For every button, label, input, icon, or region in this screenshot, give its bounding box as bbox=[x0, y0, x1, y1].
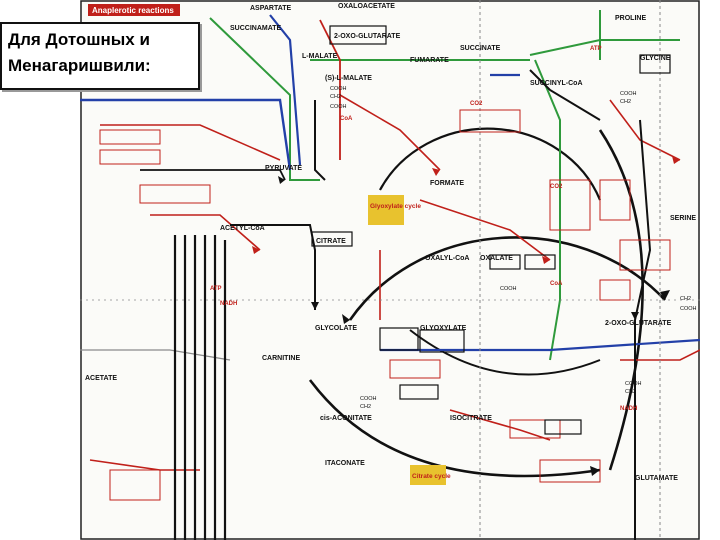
citrate-cycle-arc-lower bbox=[308, 379, 601, 478]
blue-path-4 bbox=[380, 338, 700, 352]
small-red-labels: CO2 CO2 NADH NADH ATP ATP CoA CoA bbox=[210, 46, 637, 412]
label-malate2: (S)-L-MALATE bbox=[325, 75, 372, 82]
svg-text:CoA: CoA bbox=[340, 116, 353, 122]
glyoxylate-cycle-label: Glyoxylate cycle bbox=[370, 203, 421, 210]
label-oxoglutarate: 2-OXO-GLUTARATE bbox=[334, 33, 401, 40]
glyoxylate-cycle-arc bbox=[379, 127, 602, 201]
svg-text:CH2: CH2 bbox=[330, 94, 341, 100]
green-path-1 bbox=[209, 17, 320, 181]
label-aconitate: cis-ACONITATE bbox=[320, 415, 372, 422]
glutarate-route bbox=[634, 119, 652, 540]
caption-box: Для Дотошных и Менагаришвили: bbox=[0, 22, 200, 90]
label-succinate: SUCCINATE bbox=[460, 45, 501, 52]
succinylcoa-route bbox=[529, 69, 601, 121]
label-glycolate: GLYCOLATE bbox=[315, 325, 357, 332]
label-serine: SERINE bbox=[670, 215, 696, 222]
citrate-cycle-arc-outer bbox=[348, 236, 666, 321]
red-path-6 bbox=[150, 214, 261, 251]
svg-text:CH2: CH2 bbox=[360, 404, 371, 410]
svg-text:CH2: CH2 bbox=[680, 296, 691, 302]
label-oxalate: OXALATE bbox=[480, 255, 513, 262]
small-formula-labels: COOH COOH CH2 COOH CH2 COOH CH2 COOH CH2… bbox=[330, 86, 697, 410]
label-malate: L-MALATE bbox=[302, 53, 338, 60]
caption-line-1: Для Дотошных и bbox=[8, 30, 150, 49]
svg-text:CoA: CoA bbox=[550, 281, 563, 287]
svg-text:COOH: COOH bbox=[500, 286, 517, 292]
red-path-1 bbox=[319, 19, 341, 160]
label-succinamate: SUCCINAMATE bbox=[230, 25, 282, 32]
svg-text:CH2: CH2 bbox=[620, 99, 631, 105]
acetylcoa-bundle bbox=[173, 235, 227, 540]
grey-path-1 bbox=[80, 349, 231, 361]
glyoxylate-cycle-tag bbox=[368, 195, 404, 225]
label-formate: FORMATE bbox=[430, 180, 464, 187]
label-glyoxylate: GLYOXYLATE bbox=[420, 325, 467, 332]
oxaloacetate-line bbox=[314, 100, 326, 181]
label-proline: PROLINE bbox=[615, 15, 646, 22]
anaplerotic-label: Anaplerotic reactions bbox=[92, 6, 174, 15]
label-pyruvate: PYRUVATE bbox=[265, 165, 302, 172]
red-path-4 bbox=[419, 199, 551, 261]
label-glycine: GLYCINE bbox=[640, 55, 671, 62]
red-path-5 bbox=[609, 99, 681, 161]
compound-labels: OXALOACETATE SUCCINAMATE 2-OXO-GLUTARATE… bbox=[85, 3, 696, 482]
svg-text:NADH: NADH bbox=[620, 406, 637, 412]
svg-text:CH2: CH2 bbox=[625, 389, 636, 395]
label-itaconate: ITACONATE bbox=[325, 460, 365, 467]
red-arrowheads bbox=[252, 156, 680, 264]
citrate-cycle-label: Citrate cycle bbox=[412, 473, 451, 480]
svg-text:COOH: COOH bbox=[680, 306, 697, 312]
green-path-5 bbox=[529, 39, 680, 56]
label-succinylcoa: SUCCINYL-CoA bbox=[530, 80, 583, 87]
label-acetylcoa: ACETYL-CoA bbox=[220, 225, 265, 232]
chart-frame bbox=[80, 0, 700, 540]
label-isocitrate: ISOCITRATE bbox=[450, 415, 492, 422]
svg-text:ATP: ATP bbox=[590, 46, 602, 52]
label-aspartate: ASPARTATE bbox=[250, 5, 292, 12]
red-path-9 bbox=[449, 409, 551, 441]
label-glutarate: 2-OXO-GLUTARATE bbox=[605, 320, 672, 327]
arrowheads bbox=[278, 176, 670, 476]
label-carnitine: CARNITINE bbox=[262, 355, 300, 362]
label-oxalylcoa: OXALYL-CoA bbox=[425, 255, 469, 262]
compound-boxes bbox=[311, 25, 671, 435]
metabolic-pathway-chart: Anaplerotic reactions bbox=[80, 0, 700, 540]
label-oxaloacetate: OXALOACETATE bbox=[338, 3, 395, 10]
acetylcoa-to-citrate bbox=[230, 224, 316, 310]
label-acetate: ACETATE bbox=[85, 375, 117, 382]
inner-cycle-arc bbox=[409, 329, 601, 376]
label-fumarate: FUMARATE bbox=[410, 57, 449, 64]
svg-text:COOH: COOH bbox=[330, 104, 347, 110]
svg-text:COOH: COOH bbox=[360, 396, 377, 402]
red-path-3 bbox=[339, 94, 441, 171]
enzyme-boxes bbox=[99, 109, 671, 501]
green-path-3 bbox=[534, 59, 561, 361]
red-path-2 bbox=[100, 124, 281, 161]
citrate-cycle-arc-right bbox=[598, 129, 644, 471]
svg-text:COOH: COOH bbox=[620, 91, 637, 97]
red-path-7 bbox=[620, 349, 700, 361]
label-glutamate: GLUTAMATE bbox=[635, 475, 678, 482]
pyruvate-line bbox=[140, 169, 286, 181]
caption-line-2: Менагаришвили: bbox=[8, 56, 151, 75]
red-path-10 bbox=[89, 459, 200, 471]
anaplerotic-tag bbox=[88, 4, 180, 16]
blue-path-1 bbox=[80, 98, 292, 171]
svg-text:COOH: COOH bbox=[330, 86, 347, 92]
svg-text:NADH: NADH bbox=[220, 301, 237, 307]
citrate-cycle-tag bbox=[410, 465, 446, 485]
label-citrate: CITRATE bbox=[316, 238, 346, 245]
svg-text:COOH: COOH bbox=[625, 381, 642, 387]
svg-text:CO2: CO2 bbox=[550, 184, 563, 190]
svg-text:CO2: CO2 bbox=[470, 101, 483, 107]
blue-path-2 bbox=[269, 14, 302, 166]
svg-text:ATP: ATP bbox=[210, 286, 222, 292]
